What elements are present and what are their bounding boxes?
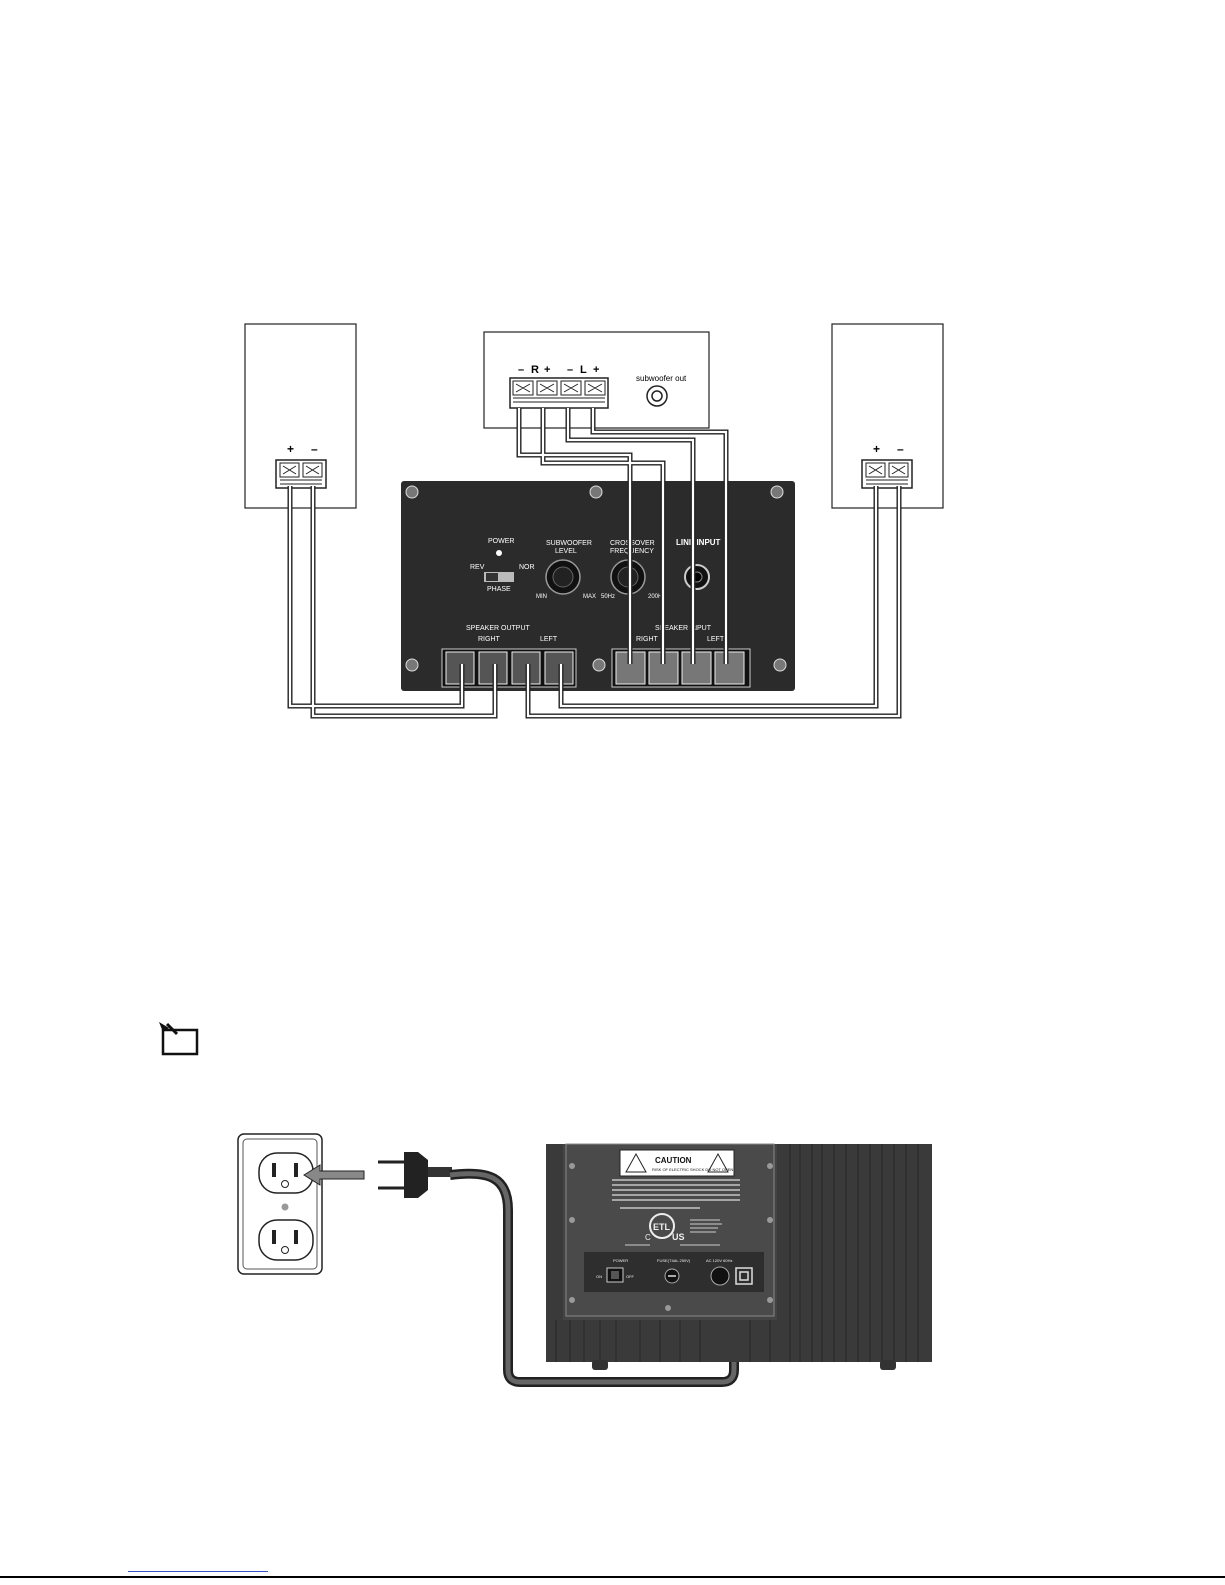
- page-bottom-rule: [0, 1576, 1225, 1578]
- speaker-input-terminals: [612, 649, 750, 687]
- panel-speaker-output: SPEAKER OUTPUT: [466, 625, 531, 632]
- footer-link-underline: [128, 1571, 268, 1572]
- plate-off-label: OFF: [626, 1274, 635, 1279]
- speaker-wiring-diagram: + – + – – R + – L +: [0, 0, 1225, 800]
- amp-header-minus-r: –: [518, 364, 524, 376]
- sub-level-knob: [546, 560, 580, 594]
- etl-text: ETL: [653, 1222, 671, 1232]
- panel-hz-low: 50Hz: [601, 594, 615, 600]
- amp-header-l: L: [580, 364, 587, 376]
- panel-phase: PHASE: [487, 586, 511, 593]
- plate-ac-label: AC 120V 60Hz: [706, 1258, 732, 1263]
- caution-label: CAUTION: [655, 1156, 692, 1165]
- panel-line-input: LINE INPUT: [676, 538, 721, 547]
- amp-header-plus-r: +: [544, 364, 550, 376]
- left-speaker: + –: [245, 324, 356, 508]
- amp-terminal-block: [510, 378, 608, 408]
- panel-output-right: RIGHT: [478, 636, 501, 643]
- panel-sub-level-1: SUBWOOFER: [546, 540, 592, 547]
- sub-out-label: subwoofer out: [636, 374, 687, 383]
- panel-input-right: RIGHT: [636, 636, 659, 643]
- panel-rev: REV: [470, 564, 485, 571]
- power-connection-diagram: CAUTION RISK OF ELECTRIC SHOCK DO NOT OP…: [0, 1120, 1225, 1400]
- right-speaker-plus: +: [873, 442, 880, 456]
- amp-header-r: R: [531, 364, 539, 376]
- right-speaker-terminal: [862, 460, 912, 488]
- sub-out-jack: [647, 386, 667, 406]
- panel-max: MAX: [583, 594, 596, 600]
- subwoofer-cabinet: CAUTION RISK OF ELECTRIC SHOCK DO NOT OP…: [546, 1144, 932, 1370]
- amp-header-plus-l: +: [593, 364, 599, 376]
- panel-output-left: LEFT: [540, 636, 558, 643]
- right-speaker-minus: –: [897, 442, 904, 456]
- note-icon: [155, 1018, 205, 1058]
- panel-nor: NOR: [519, 564, 535, 571]
- plate-power-label: POWER: [613, 1258, 628, 1263]
- wall-outlet: [238, 1134, 322, 1274]
- panel-sub-level-2: LEVEL: [555, 548, 577, 555]
- plate-fuse-label: FUSE(T4AL 250V): [657, 1258, 691, 1263]
- right-speaker: + –: [832, 324, 943, 508]
- plate-on-label: ON: [596, 1274, 602, 1279]
- left-speaker-plus: +: [287, 442, 294, 456]
- etl-c: C: [645, 1233, 651, 1242]
- left-speaker-minus: –: [311, 442, 318, 456]
- ac-inlet: [711, 1267, 729, 1285]
- amp-header-minus-l: –: [567, 364, 573, 376]
- left-speaker-terminal: [276, 460, 326, 488]
- caution-sub-label: RISK OF ELECTRIC SHOCK DO NOT OPEN: [652, 1167, 733, 1172]
- power-plug: [378, 1152, 452, 1198]
- panel-input-left: LEFT: [707, 636, 725, 643]
- line-input-jack: [685, 565, 709, 589]
- panel-min: MIN: [536, 594, 547, 600]
- etl-us: US: [672, 1232, 685, 1242]
- subwoofer-panel: POWER REV NOR PHASE SUBWOOFER LEVEL MIN …: [401, 481, 795, 691]
- panel-power: POWER: [488, 538, 514, 545]
